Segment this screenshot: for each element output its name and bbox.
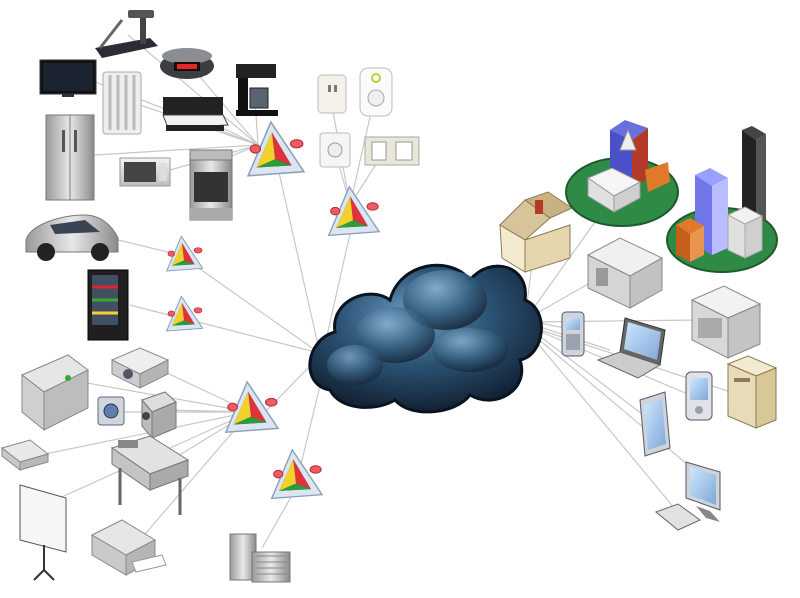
- mainframe-icon: [690, 285, 762, 359]
- projector-icon: [110, 347, 170, 389]
- city-block-icon: [565, 120, 679, 227]
- smart-plug-icon: [317, 74, 347, 114]
- house-icon: [499, 191, 574, 273]
- camera-icon: [97, 396, 125, 426]
- plotter-icon: [110, 435, 190, 515]
- smart-plug-icon: [319, 132, 351, 168]
- radiator-icon: [102, 71, 142, 135]
- vending-machine-icon: [87, 269, 129, 341]
- server-icon: [586, 237, 664, 309]
- car-icon: [25, 214, 119, 261]
- gateway-icon: [166, 235, 204, 272]
- pda-icon: [685, 371, 713, 421]
- treadmill-icon: [95, 10, 158, 58]
- laptop-icon: [596, 317, 666, 379]
- refrigerator-icon: [45, 114, 95, 201]
- printer-icon: [90, 519, 167, 576]
- bed-icon: [162, 97, 229, 131]
- cloud-icon: [308, 263, 543, 414]
- keyboard-icon: [655, 503, 701, 531]
- wall-switch-icon: [364, 136, 420, 166]
- scanner-icon: [0, 439, 50, 472]
- copier-icon: [21, 354, 89, 432]
- mobile-phone-icon: [561, 311, 585, 357]
- alarm-clock-icon: [160, 48, 214, 79]
- desktop-monitor-icon: [685, 461, 721, 522]
- smart-outlet-icon: [359, 67, 393, 117]
- gateway-icon: [328, 186, 380, 237]
- television-icon: [39, 59, 97, 97]
- hvac-unit-icon: [229, 533, 291, 583]
- gateway-icon: [166, 295, 204, 332]
- skyscraper-cluster-icon: [666, 126, 778, 273]
- video-camera-icon: [141, 391, 177, 440]
- tower-pc-icon: [726, 355, 778, 429]
- coffee-maker-icon: [236, 64, 278, 116]
- microwave-icon: [119, 157, 171, 187]
- stove-icon: [189, 149, 233, 221]
- tablet-icon: [639, 391, 671, 457]
- gateway-icon: [271, 449, 323, 500]
- projection-screen-icon: [19, 484, 67, 581]
